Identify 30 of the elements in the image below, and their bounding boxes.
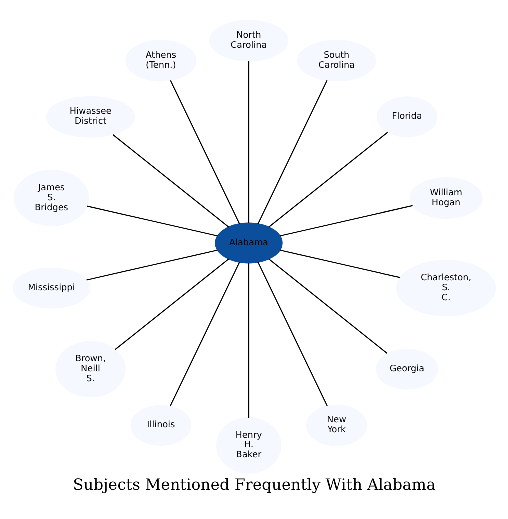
node-ellipse: Florida <box>376 96 438 138</box>
connector <box>268 258 388 354</box>
diagram-title: Subjects Mentioned Frequently With Alabama <box>72 476 436 494</box>
node-ellipse: Hiwassee District <box>46 96 135 138</box>
connector <box>257 262 328 406</box>
node-ellipse: James S. Bridges <box>14 170 89 226</box>
connector <box>169 262 240 407</box>
node-ellipse: Georgia <box>376 348 438 390</box>
node-ellipse: Charleston, S. C. <box>396 260 496 316</box>
node-ellipse: Brown, Neill S. <box>55 341 126 398</box>
connector <box>170 80 240 224</box>
node-ellipse: New York <box>306 404 367 446</box>
connector <box>280 205 412 237</box>
connector <box>114 258 229 350</box>
node-ellipse: Athens (Tenn.) <box>125 40 196 82</box>
connector <box>112 134 229 228</box>
node-ellipse: Henry H. Baker <box>216 417 282 474</box>
node-ellipse: Alabama <box>214 222 282 264</box>
node-ellipse: North Carolina <box>209 20 288 62</box>
node-ellipse: William Hogan <box>409 177 482 219</box>
connector <box>86 250 218 281</box>
connector <box>257 80 328 224</box>
node-ellipse: South Carolina <box>296 40 376 82</box>
node-ellipse: Illinois <box>130 405 192 446</box>
connector <box>86 206 218 237</box>
connector <box>268 132 388 228</box>
connector <box>280 250 400 278</box>
node-ellipse: Mississippi <box>12 268 90 309</box>
connector <box>248 61 250 224</box>
connector <box>248 263 250 418</box>
